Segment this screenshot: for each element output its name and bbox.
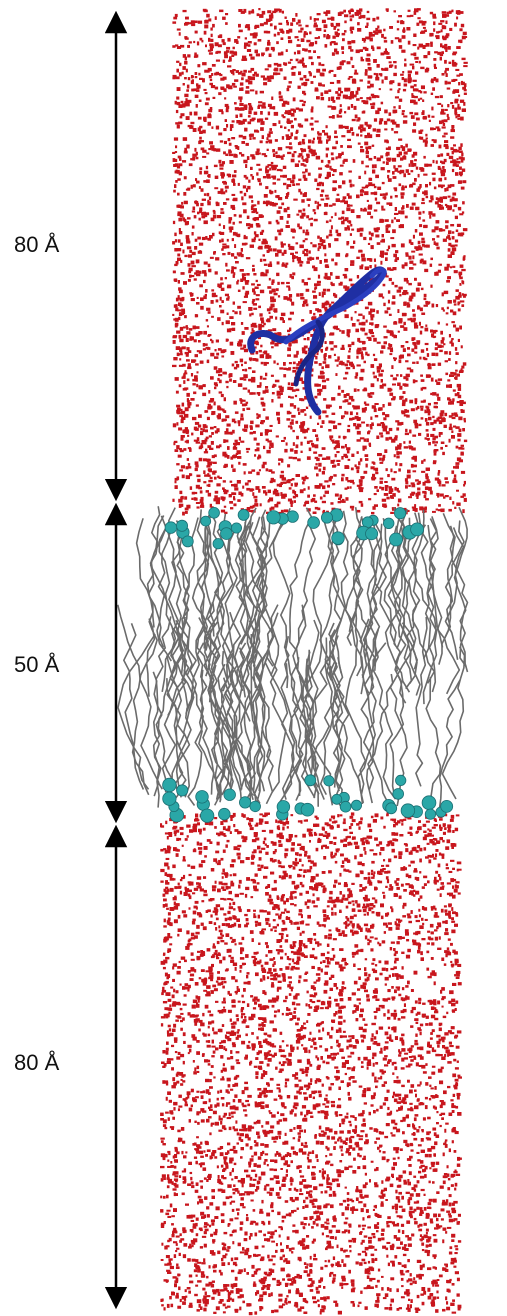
water-region-bottom (160, 812, 462, 1316)
lipid-bilayer (117, 506, 469, 808)
water-region-top (172, 8, 468, 516)
top-water-thickness-label: 80 Å (14, 232, 60, 257)
bottom-water-thickness-label: 80 Å (14, 1050, 60, 1075)
protein-ribbon (247, 266, 387, 416)
membrane-thickness-label: 50 Å (14, 652, 60, 677)
lipid-headgroups (162, 506, 454, 823)
